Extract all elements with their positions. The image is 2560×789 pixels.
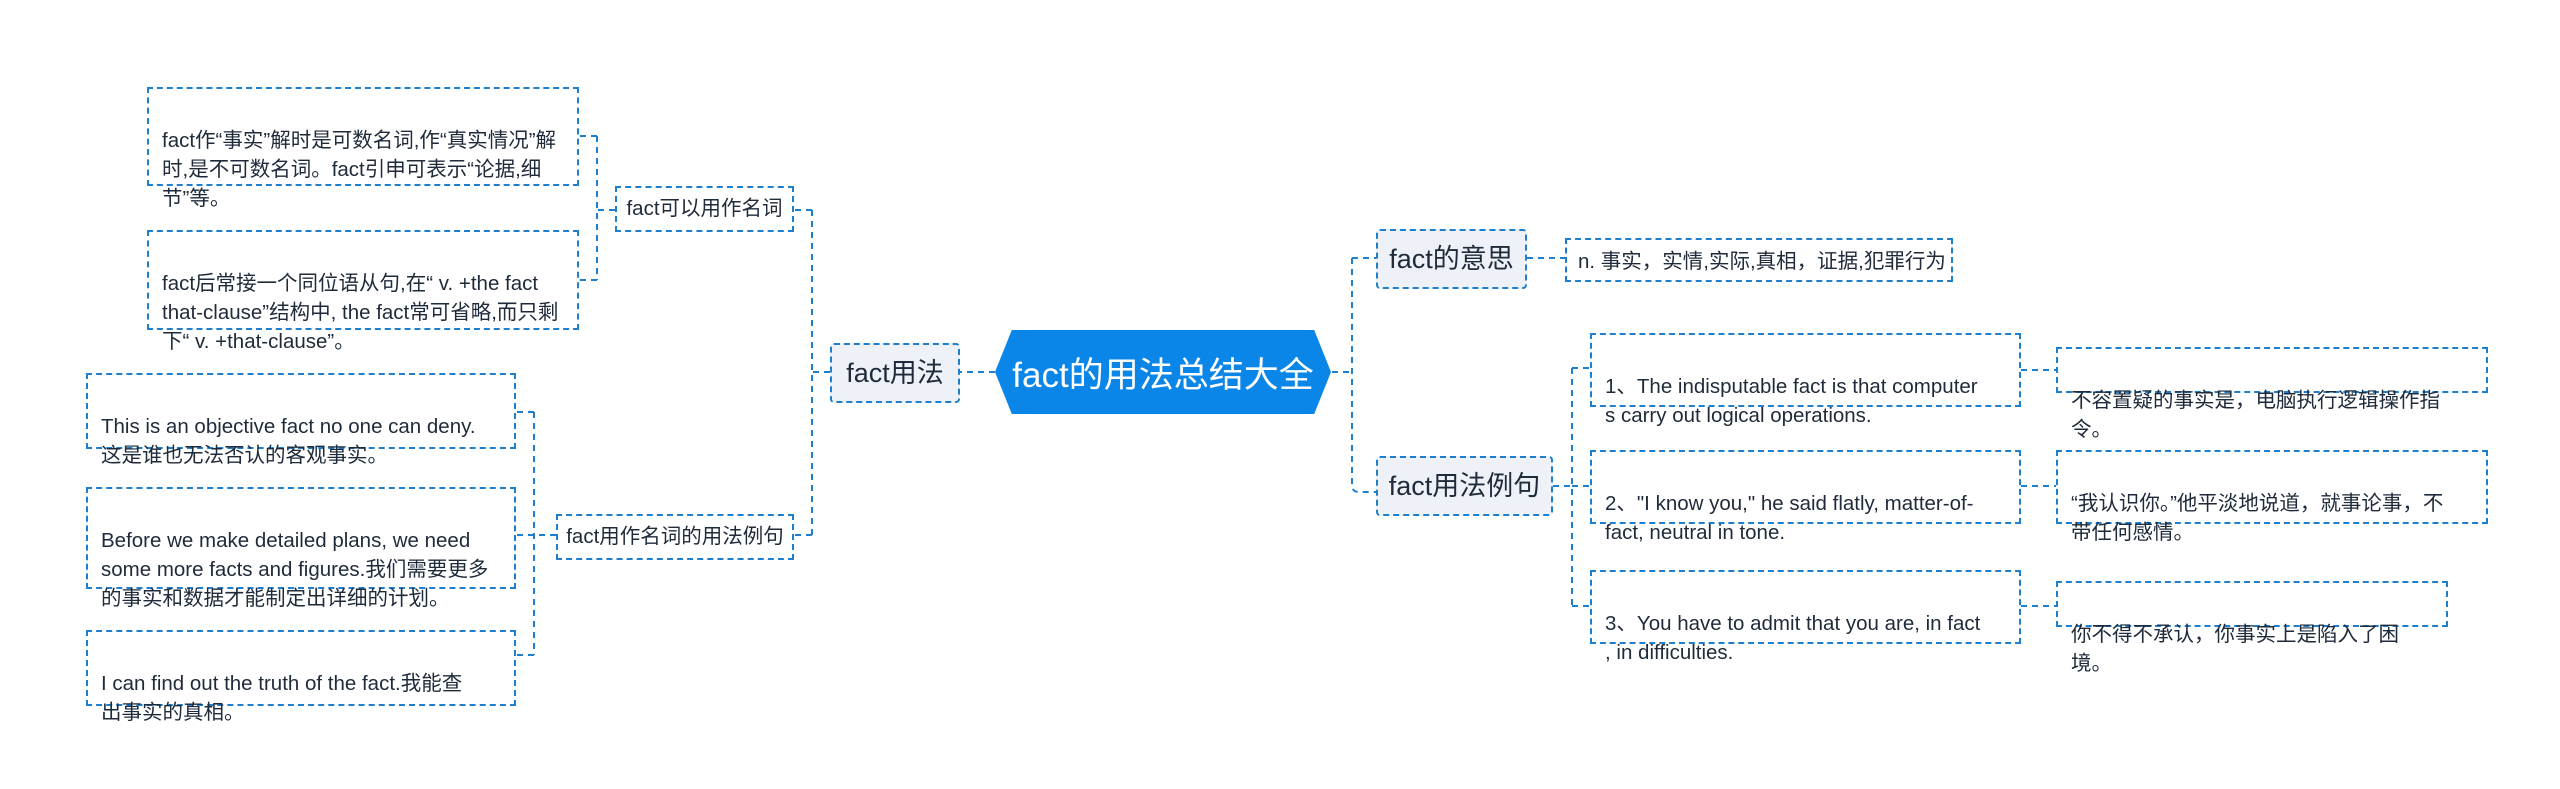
note-appositive-text: fact后常接一个同位语从句,在“ v. +the fact that-clau… [162,272,559,354]
example-truth-of-fact[interactable]: I can find out the truth of the fact.我能查… [86,630,516,724]
note-countable[interactable]: fact作“事实”解时是可数名词,作“真实情况”解时,是不可数名词。fact引申… [147,87,579,210]
example-objective-fact[interactable]: This is an objective fact no one can den… [86,373,516,467]
note-appositive[interactable]: fact后常接一个同位语从句,在“ v. +the fact that-clau… [147,230,579,353]
example-facts-figures-text: Before we make detailed plans, we need s… [101,529,489,611]
sentence-en-1[interactable]: 1、The indisputable fact is that computer… [1590,333,2021,427]
meaning-definition[interactable]: n. 事实，实情,实际,真相，证据,犯罪行为 [1565,238,1953,282]
branch-fact-usage-label: fact用法 [846,357,944,388]
subtopic-noun-examples[interactable]: fact用作名词的用法例句 [556,514,794,560]
note-countable-text: fact作“事实”解时是可数名词,作“真实情况”解时,是不可数名词。fact引申… [162,129,557,211]
sentence-en-3[interactable]: 3、You have to admit that you are, in fac… [1590,570,2021,664]
root-title: fact的用法总结大全 [1012,355,1314,395]
branch-fact-usage[interactable]: fact用法 [830,343,960,403]
sentence-en-2-text: 2、"I know you," he said flatly, matter-o… [1605,492,1974,545]
sentence-zh-2-text: “我认识你。”他平淡地说道，就事论事，不 带任何感情。 [2071,492,2444,545]
sentence-zh-2[interactable]: “我认识你。”他平淡地说道，就事论事，不 带任何感情。 [2056,450,2488,544]
subtopic-noun-usage[interactable]: fact可以用作名词 [615,186,794,232]
branch-fact-meaning-label: fact的意思 [1389,243,1514,274]
example-facts-figures[interactable]: Before we make detailed plans, we need s… [86,487,516,610]
root-topic[interactable]: fact的用法总结大全 [995,330,1331,414]
branch-fact-meaning[interactable]: fact的意思 [1376,229,1527,289]
branch-fact-sentences[interactable]: fact用法例句 [1376,456,1553,516]
sentence-en-3-text: 3、You have to admit that you are, in fac… [1605,612,1981,665]
branch-fact-sentences-label: fact用法例句 [1388,470,1541,501]
sentence-en-2[interactable]: 2、"I know you," he said flatly, matter-o… [1590,450,2021,544]
example-truth-of-fact-text: I can find out the truth of the fact.我能查… [101,672,463,725]
sentence-zh-1-text: 不容置疑的事实是，电脑执行逻辑操作指令。 [2071,389,2440,442]
meaning-definition-text: n. 事实，实情,实际,真相，证据,犯罪行为 [1578,250,1946,273]
sentence-zh-3[interactable]: 你不得不承认，你事实上是陷入了困境。 [2056,581,2448,675]
example-objective-fact-text: This is an objective fact no one can den… [101,415,476,468]
sentence-zh-1[interactable]: 不容置疑的事实是，电脑执行逻辑操作指令。 [2056,347,2488,441]
subtopic-noun-examples-label: fact用作名词的用法例句 [566,525,784,549]
subtopic-noun-usage-label: fact可以用作名词 [626,197,783,221]
sentence-en-1-text: 1、The indisputable fact is that computer… [1605,375,1978,428]
sentence-zh-3-text: 你不得不承认，你事实上是陷入了困境。 [2071,623,2399,676]
